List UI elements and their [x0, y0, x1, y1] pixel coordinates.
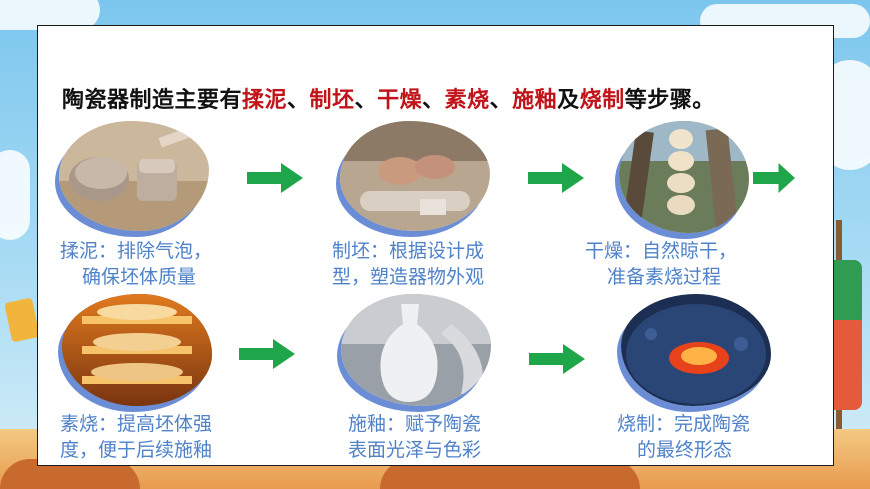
caption-line: 确保坯体质量 [82, 266, 197, 288]
caption-line: 制坯：根据设计成 [332, 240, 485, 262]
title-separator: 、 [287, 88, 310, 113]
photo-forming-clay [340, 121, 490, 231]
caption-bisque: 素烧：提高坯体强 度，便于后续施釉 [60, 411, 212, 463]
right-arrow-icon [753, 163, 795, 193]
caption-line: 施釉：赋予陶瓷 [348, 413, 482, 435]
page-title: 陶瓷器制造主要有揉泥、制坯、干燥、素烧、施釉及烧制等步骤。 [62, 82, 715, 114]
content-panel: 陶瓷器制造主要有揉泥、制坯、干燥、素烧、施釉及烧制等步骤。 [37, 25, 834, 466]
caption-line: 素烧：提高坯体强 [60, 413, 213, 435]
cloud-decoration [0, 150, 30, 240]
right-arrow-icon [529, 344, 585, 374]
caption-line: 的最终形态 [637, 439, 733, 461]
caption-glazing: 施釉：赋予陶瓷 表面光泽与色彩 [348, 411, 481, 463]
title-highlight-kneading: 揉泥 [242, 88, 288, 113]
title-separator: 、 [489, 88, 513, 113]
title-separator: 、 [354, 88, 378, 113]
caption-line: 表面光泽与色彩 [348, 439, 482, 461]
right-arrow-icon [247, 163, 303, 193]
book-decoration [4, 297, 40, 343]
photo-bisque-firing [62, 294, 212, 406]
title-text-end: 等步骤。 [624, 88, 715, 113]
right-arrow-icon [239, 339, 295, 369]
caption-drying: 干燥：自然晾干， 准备素烧过程 [585, 238, 737, 290]
title-highlight-drying: 干燥 [377, 88, 423, 113]
caption-forming: 制坯：根据设计成 型，塑造器物外观 [332, 238, 484, 290]
caption-line: 干燥：自然晾干， [585, 240, 738, 262]
caption-line: 型，塑造器物外观 [332, 266, 485, 288]
photo-drying-pottery [619, 121, 749, 233]
photo-kneading-clay [59, 121, 209, 231]
title-highlight-bisque: 素烧 [444, 88, 490, 113]
caption-line: 烧制：完成陶瓷 [617, 413, 751, 435]
right-arrow-icon [528, 163, 584, 193]
title-conjunction: 及 [557, 88, 580, 113]
title-separator: 、 [422, 88, 445, 113]
title-highlight-glazing: 施釉 [512, 88, 558, 113]
title-highlight-firing: 烧制 [579, 88, 625, 113]
caption-line: 揉泥：排除气泡， [60, 240, 213, 262]
title-text: 陶瓷器制造主要有 [62, 88, 243, 113]
caption-line: 度，便于后续施釉 [60, 439, 213, 461]
caption-firing: 烧制：完成陶瓷 的最终形态 [617, 411, 750, 463]
caption-line: 准备素烧过程 [607, 266, 722, 288]
title-highlight-forming: 制坯 [309, 88, 355, 113]
photo-kiln-firing [621, 294, 771, 406]
photo-glazing-vase [341, 294, 491, 406]
caption-kneading: 揉泥：排除气泡， 确保坯体质量 [60, 238, 212, 290]
